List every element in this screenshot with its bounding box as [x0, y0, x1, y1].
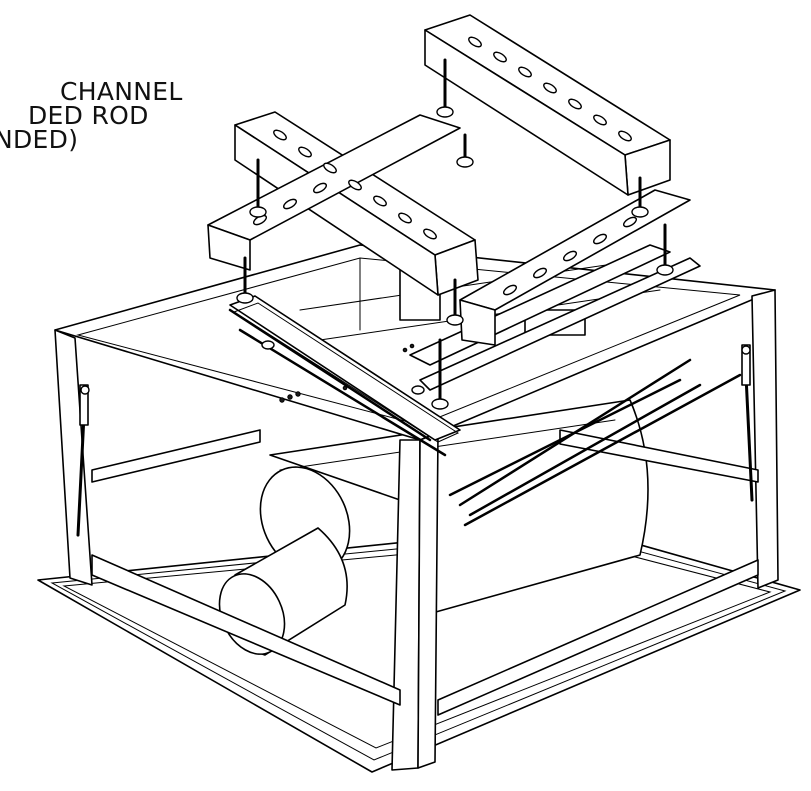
- detail-dots: [279, 343, 415, 403]
- callout-line-1: CHANNEL: [60, 77, 183, 106]
- threaded-rods: [243, 58, 667, 404]
- nuts: [236, 106, 674, 410]
- callout-label: CHANNEL DED ROD NDED): [0, 77, 183, 154]
- gas-struts: [76, 344, 754, 537]
- frame: [54, 244, 779, 771]
- projector-body: [218, 399, 649, 656]
- callout-line-3: NDED): [0, 125, 79, 154]
- callout-line-2: DED ROD: [28, 101, 149, 130]
- channel-slots: [252, 36, 638, 296]
